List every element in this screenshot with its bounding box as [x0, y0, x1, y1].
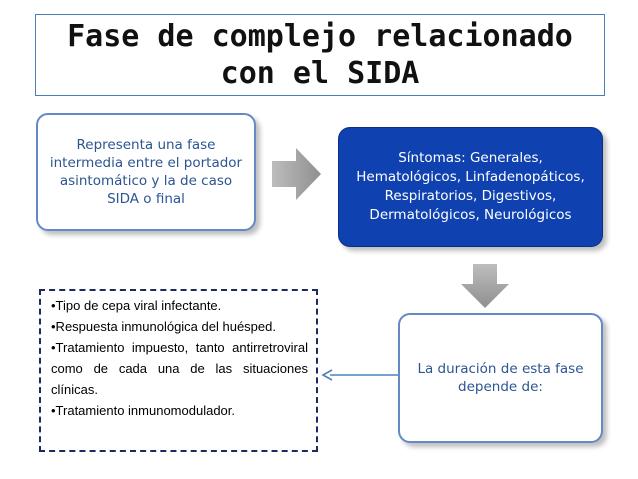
duration-box: La duración de esta fase depende de: — [398, 313, 603, 443]
down-chevron-arrow-icon — [461, 264, 509, 308]
title-frame: Fase de complejo relacionado con el SIDA — [35, 14, 605, 96]
factor-item-4: •Tratamiento inmunomodulador. — [51, 403, 235, 418]
intro-box: Representa una fase intermedia entre el … — [36, 113, 256, 231]
factors-list: •Tipo de cepa viral infectante. •Respues… — [39, 289, 318, 452]
symptoms-box: Síntomas: Generales, Hematológicos, Linf… — [338, 127, 603, 247]
symptoms-text: Síntomas: Generales, Hematológicos, Linf… — [356, 150, 585, 223]
intro-text: Representa una fase intermedia entre el … — [49, 137, 243, 207]
factor-item-1: •Tipo de cepa viral infectante. — [51, 298, 222, 313]
left-connector-arrow-icon — [321, 369, 398, 381]
right-chevron-arrow-icon — [272, 148, 321, 200]
page-title: Fase de complejo relacionado con el SIDA — [67, 18, 573, 92]
duration-text: La duración de esta fase depende de: — [417, 361, 584, 395]
title-line-1: Fase de complejo relacionado — [67, 19, 573, 54]
factor-item-2: •Respuesta inmunológica del huésped. — [51, 319, 276, 334]
title-line-2: con el SIDA — [220, 56, 420, 91]
factor-item-3: •Tratamiento impuesto, tanto antirretrov… — [51, 340, 308, 397]
